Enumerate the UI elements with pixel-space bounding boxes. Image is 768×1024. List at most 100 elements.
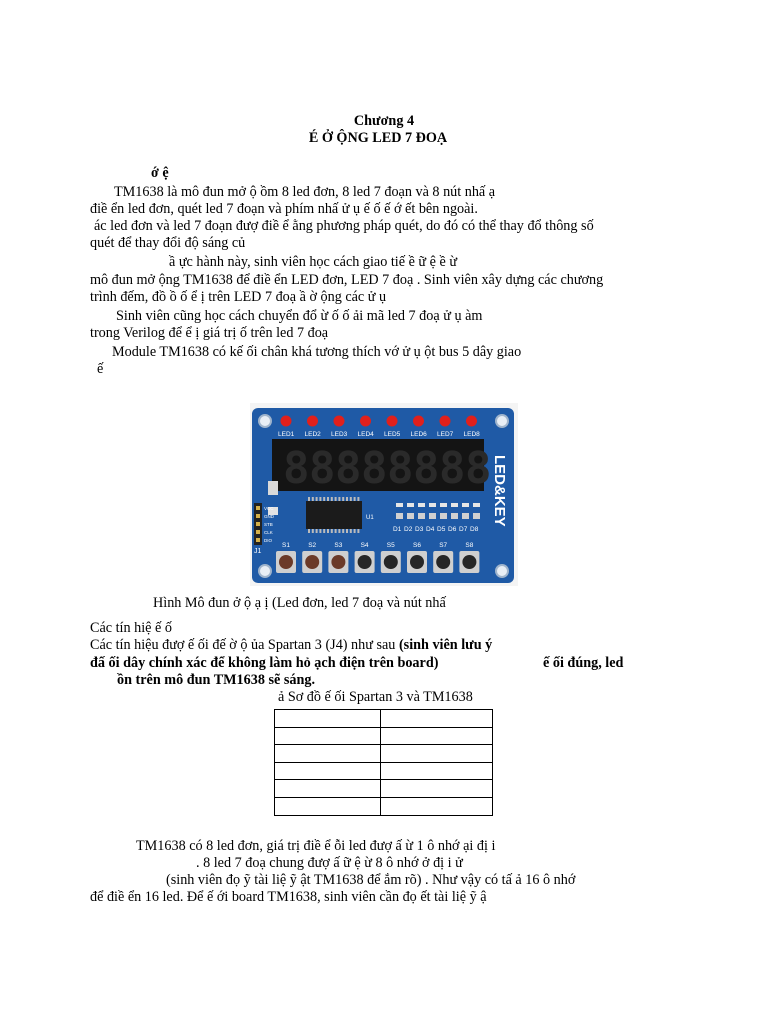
chip-pin — [308, 529, 310, 533]
section-heading: ớ ệ — [151, 165, 169, 181]
table-cell — [274, 761, 381, 781]
chip-pin — [342, 529, 345, 533]
resistor — [451, 503, 458, 507]
paragraph-line: quét để thay đổi độ sáng củ — [90, 235, 246, 251]
table-row — [274, 779, 493, 798]
connection-table — [274, 709, 493, 816]
red-led — [413, 415, 424, 427]
resistor — [418, 503, 425, 507]
switch-label: S5 — [387, 542, 395, 549]
pin-label: GND — [264, 514, 275, 519]
chapter-number: Chương 4 — [353, 113, 415, 129]
signals-line-2-bold: (sinh viên lưu ý — [398, 637, 493, 653]
closing-line: TM1638 có 8 led đơn, giá trị điề ể ỗi le… — [136, 838, 496, 854]
chapter-title: É Ở ỘNG LED 7 ĐOẠ — [308, 130, 448, 146]
signals-line-2-text: Các tín hiệu đượ ế ối đế ờ ộ ủa Spartan … — [90, 637, 396, 653]
table-caption: ả Sơ đồ ế ối Spartan 3 và TM1638 — [278, 689, 473, 705]
diode — [462, 513, 469, 519]
chip-pin — [346, 529, 348, 533]
push-button-cap — [410, 555, 424, 569]
led-label: LED7 — [437, 431, 454, 438]
display-digit: 8 — [413, 443, 440, 494]
diode — [407, 513, 414, 519]
paragraph-line: trình đếm, đồ ồ ố ể ị trên LED 7 đoạ ầ ờ… — [90, 289, 387, 305]
closing-line: . 8 led 7 đoạ chung đượ ấ ữ ệ ừ 8 ô nhớ … — [196, 855, 463, 871]
header-pin — [256, 506, 260, 510]
paragraph-line: Module TM1638 có kế ối chân khá tương th… — [112, 344, 522, 360]
switch-label: S8 — [465, 542, 473, 549]
signals-line-2: Các tín hiệu đượ ế ối đế ờ ộ ủa Spartan … — [90, 637, 492, 654]
digit-label: D7 — [459, 526, 468, 533]
led-label: LED2 — [305, 431, 322, 438]
resistor — [407, 503, 414, 507]
diode — [440, 513, 447, 519]
display-digit: 8 — [465, 443, 492, 494]
table-cell — [274, 744, 381, 763]
digit-label: D6 — [448, 526, 457, 533]
digit-label: D1 — [393, 526, 402, 533]
red-led — [439, 415, 451, 427]
push-button-cap — [279, 555, 293, 569]
switch-label: S1 — [282, 542, 290, 549]
closing-line: (sinh viên đọ ỹ tài liệ ỹ ật TM1638 để ắ… — [166, 872, 576, 888]
digit-label: D3 — [415, 526, 424, 533]
figure-caption: Hình Mô đun ở ộ ạ ị (Led đơn, led 7 đoạ … — [153, 595, 446, 611]
push-button-cap — [331, 555, 346, 569]
table-cell — [274, 779, 381, 798]
resistor — [462, 503, 469, 507]
display-digit: 8 — [335, 443, 362, 494]
resistor — [440, 503, 447, 507]
closing-line: để điề ển 16 led. Để ế ới board TM1638, … — [90, 889, 487, 905]
chip-pin — [357, 529, 360, 533]
red-led — [386, 415, 398, 427]
paragraph-line: TM1638 là mô đun mở ộ ồm 8 led đơn, 8 le… — [114, 184, 496, 200]
table-cell — [380, 761, 493, 781]
paragraph-line: ế — [97, 361, 104, 377]
chip-pin — [338, 529, 341, 533]
header-label: J1 — [254, 548, 262, 555]
table-row — [274, 744, 493, 763]
chip-pin — [327, 497, 329, 501]
switch-label: S4 — [361, 542, 369, 549]
tm1638-chip — [306, 501, 362, 529]
paragraph-line: mô đun mở ộng TM1638 để điề ển LED đơn, … — [90, 272, 604, 288]
chip-pin — [323, 529, 326, 533]
switch-label: S6 — [413, 542, 421, 549]
paragraph-line: ầ ực hành này, sinh viên học cách giao t… — [169, 254, 458, 270]
resistor — [429, 503, 436, 507]
pin-label: CLK — [264, 530, 273, 535]
chip-pin — [311, 497, 314, 501]
pin-label: STB — [264, 522, 273, 527]
display-digit: 8 — [283, 443, 310, 494]
table-cell — [380, 744, 493, 763]
table-cell — [380, 709, 493, 728]
diode — [418, 513, 425, 519]
table-row — [274, 761, 493, 781]
table-row — [274, 709, 493, 728]
chip-pin — [338, 497, 341, 501]
chip-pin — [323, 497, 326, 501]
push-button-cap — [462, 555, 477, 569]
paragraph-line: trong Verilog để ể ị giá trị ố trên led … — [90, 325, 329, 341]
paragraph-line: điề ển led đơn, quét led 7 đoạn và phím … — [90, 201, 478, 217]
table-row — [274, 796, 493, 816]
diode — [451, 513, 458, 519]
led-label: LED1 — [278, 431, 295, 438]
chip-pin — [319, 497, 322, 501]
chip-pin — [308, 497, 310, 501]
led-label: LED5 — [384, 431, 401, 438]
led-label: LED6 — [411, 431, 428, 438]
pin-label: VCC — [264, 506, 274, 511]
table-cell — [274, 796, 381, 816]
diode — [429, 513, 436, 519]
red-led — [360, 415, 371, 427]
chip-pin — [311, 529, 314, 533]
chip-pin — [353, 529, 356, 533]
chip-pin — [353, 497, 356, 501]
digit-label: D2 — [404, 526, 413, 533]
diode — [473, 513, 480, 519]
switch-label: S3 — [334, 542, 342, 549]
